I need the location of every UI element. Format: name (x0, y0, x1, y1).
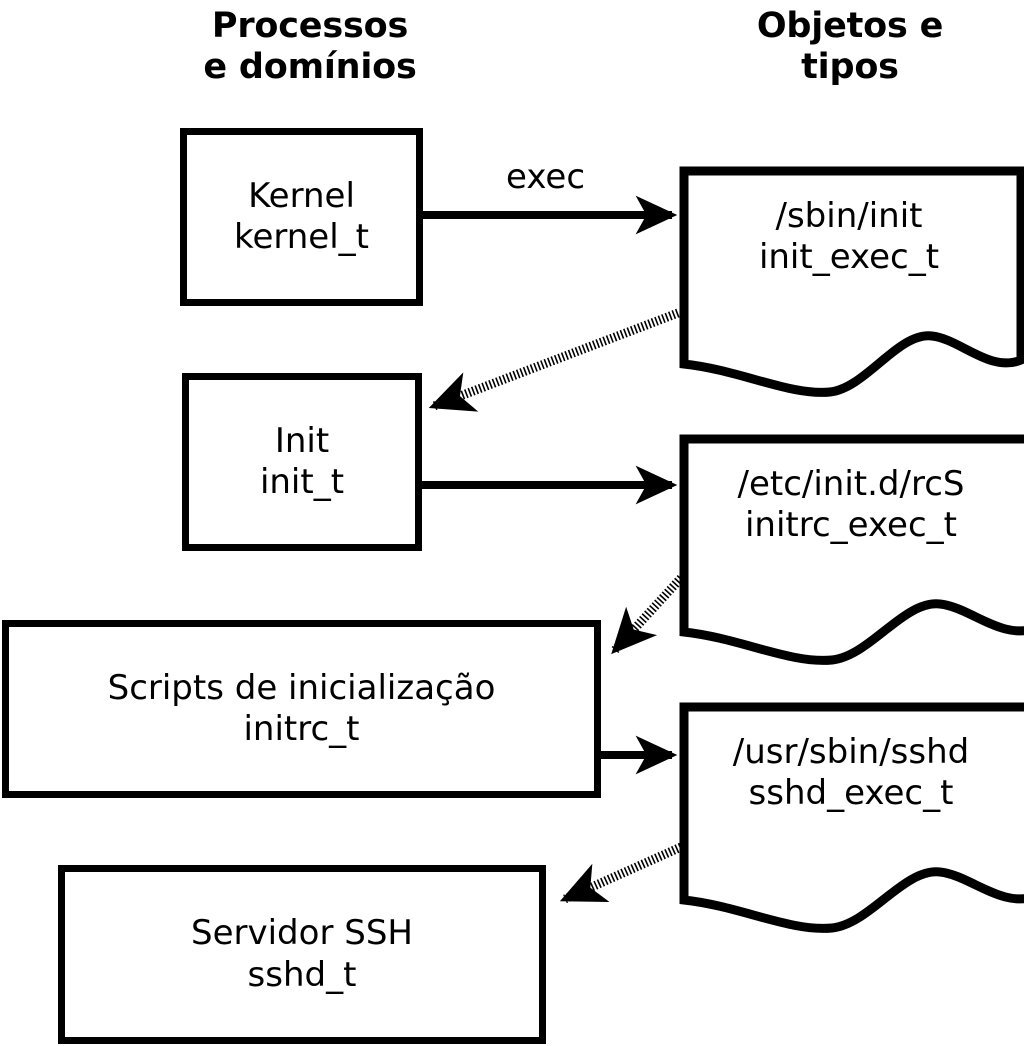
process-node-initrc-type: initrc_t (243, 709, 360, 749)
object-node-sshd-exec-shape[interactable] (670, 696, 1024, 936)
process-node-init[interactable]: Init init_t (182, 373, 422, 551)
column-header-processes: Processos e domínios (203, 6, 417, 88)
process-node-kernel-type: kernel_t (233, 217, 370, 257)
process-node-sshd-name: Servidor SSH (191, 913, 413, 954)
edge-init-exec-to-init (428, 308, 680, 412)
process-node-sshd-type: sshd_t (247, 954, 357, 995)
object-node-initrc-exec-shape[interactable] (670, 428, 1024, 668)
edge-label-exec: exec (506, 157, 586, 197)
edge-sshd-exec-to-sshd (559, 842, 683, 904)
process-node-initrc[interactable]: Scripts de inicialização initrc_t (2, 620, 601, 798)
edge-initrc-exec-to-initrc (611, 574, 685, 655)
process-node-init-name: Init (274, 420, 330, 461)
process-node-kernel[interactable]: Kernel kernel_t (180, 128, 423, 306)
object-node-init-exec-shape[interactable] (670, 160, 1024, 400)
column-header-objects: Objetos e tipos (756, 6, 944, 88)
process-node-initrc-name: Scripts de inicialização (107, 667, 496, 708)
process-node-sshd[interactable]: Servidor SSH sshd_t (58, 865, 546, 1044)
process-node-kernel-name: Kernel (248, 175, 355, 216)
process-node-init-type: init_t (259, 462, 345, 502)
